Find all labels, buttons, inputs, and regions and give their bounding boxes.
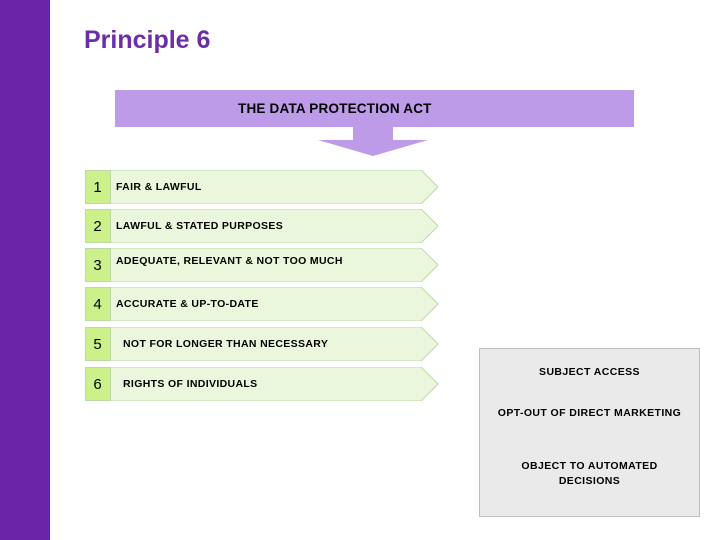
row-chevron-shape (85, 170, 438, 204)
principle-label: NOT FOR LONGER THAN NECESSARY (123, 338, 329, 350)
rights-item: SUBJECT ACCESS (539, 366, 640, 378)
banner-heading: THE DATA PROTECTION ACT (238, 101, 432, 116)
page-title: Principle 6 (84, 26, 211, 54)
rights-item: OPT-OUT OF DIRECT MARKETING (497, 407, 682, 419)
row-chevron-shape (85, 287, 438, 321)
left-accent-bar (0, 0, 50, 540)
row-chevron-shape (85, 327, 438, 361)
banner-bar (115, 90, 634, 127)
row-chevron-shape (85, 367, 438, 401)
principle-label: ACCURATE & UP-TO-DATE (116, 298, 259, 310)
principle-label: RIGHTS OF INDIVIDUALS (123, 378, 258, 390)
principle-label: FAIR & LAWFUL (116, 181, 202, 193)
principle-row[interactable]: 4 ACCURATE & UP-TO-DATE (85, 287, 438, 321)
principle-number: 6 (93, 375, 102, 393)
down-arrow-icon (318, 127, 428, 156)
principle-label: ADEQUATE, RELEVANT & NOT TOO MUCH (116, 255, 343, 267)
principle-number: 5 (93, 335, 102, 353)
principle-number: 4 (93, 295, 102, 313)
principle-row[interactable]: 1 FAIR & LAWFUL (85, 170, 438, 204)
principle-row[interactable]: 6 RIGHTS OF INDIVIDUALS (85, 367, 438, 401)
principle-row[interactable]: 5 NOT FOR LONGER THAN NECESSARY (85, 327, 438, 361)
rights-item: OBJECT TO AUTOMATED DECISIONS (521, 460, 658, 487)
row-chevron-shape (85, 209, 438, 243)
principle-number: 1 (93, 178, 102, 196)
row-chevron-shape (85, 248, 438, 282)
rights-panel: SUBJECT ACCESS OPT-OUT OF DIRECT MARKETI… (479, 348, 700, 517)
principle-row[interactable]: 3 ADEQUATE, RELEVANT & NOT TOO MUCH (85, 248, 438, 282)
principle-row[interactable]: 2 LAWFUL & STATED PURPOSES (85, 209, 438, 243)
principle-number: 2 (93, 217, 102, 235)
principle-number: 3 (93, 256, 102, 274)
principle-label: LAWFUL & STATED PURPOSES (116, 220, 284, 232)
